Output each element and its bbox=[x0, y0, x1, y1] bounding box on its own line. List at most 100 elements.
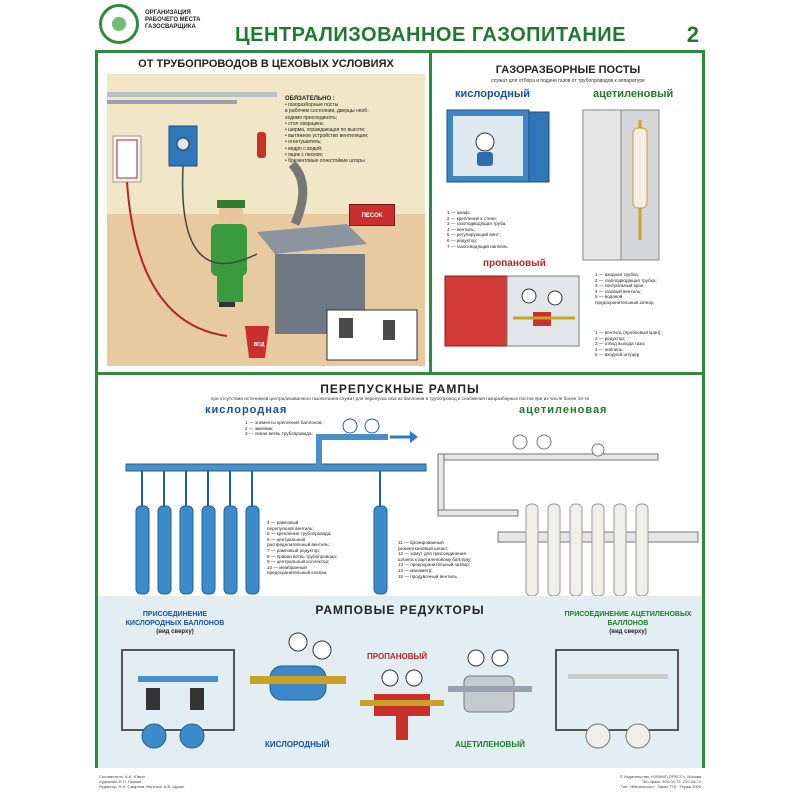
mandatory-note-item: • ящик с песком; bbox=[285, 151, 324, 158]
legend-item: шланга к ацетиленовому баллону; bbox=[398, 556, 472, 562]
legend-item: 2 — газоподводящая трубка; bbox=[595, 277, 657, 283]
legend-item: 3 — отвод выхода газа; bbox=[595, 341, 646, 347]
posts-subtitle: служат для отбора и подачи газов от труб… bbox=[491, 78, 645, 84]
legend-item: 11 — бронированный bbox=[398, 540, 444, 545]
footer-line: Художник: В.П. Пичкин bbox=[99, 779, 142, 784]
oxygen-ramp-legend: 1 — элементы крепления баллонов; 2 — зме… bbox=[245, 420, 323, 437]
legend-item: 8 — правая ветвь трубопровода; bbox=[267, 553, 338, 559]
legend-item: 13 — предохранительный затвор; bbox=[398, 562, 471, 568]
acetylene-connect-text: ПРИСОЕДИНЕНИЕ АЦЕТИЛЕНОВЫХ БАЛЛОНОВ bbox=[564, 611, 692, 627]
legend-item: резинотканевый шланг; bbox=[398, 545, 449, 551]
mandatory-note-item: • ширма, ограждающая по высоте; bbox=[285, 127, 366, 134]
sand-box: ПЕСОК bbox=[349, 204, 395, 226]
reducer-acetylene-label: АЦЕТИЛЕНОВЫЙ bbox=[455, 740, 525, 749]
ramps-title: ПЕРЕПУСКНЫЕ РАМПЫ bbox=[320, 382, 480, 396]
legend-item: 10 — мембранный bbox=[267, 564, 307, 570]
footer-line: Составитель: А.А. Юмин bbox=[99, 774, 145, 779]
legend-item: 2 — крепления к стене; bbox=[447, 215, 497, 221]
mandatory-note: ОБЯЗАТЕЛЬНО : • газоразборные посты в ра… bbox=[285, 96, 415, 164]
oxygen-post-legend: 1 — шкаф; 2 — крепления к стене; 3 — газ… bbox=[447, 210, 508, 249]
footer-credits: Составитель: А.А. Юмин Художник: В.П. Пи… bbox=[99, 774, 184, 789]
legend-item: 1 — элементы крепления баллонов; bbox=[245, 420, 323, 425]
mandatory-note-item: • огнетушитель; bbox=[285, 139, 322, 146]
legend-item: предохранительный клапан; bbox=[267, 570, 328, 576]
mandatory-note-item: • ведро с водой; bbox=[285, 145, 323, 152]
legend-item: 6 — центральный bbox=[267, 536, 306, 542]
footer-line: Тел./факс: 500-04-72, 220-34-72 bbox=[641, 779, 701, 784]
reducers-illustration-icon bbox=[121, 632, 679, 749]
vertical-divider bbox=[429, 53, 432, 373]
footer-line: Редактор: Н.Н. Смирнов. Верстка: А.В. Щу… bbox=[99, 784, 185, 789]
acetylene-ramp-legend: 11 — бронированный резинотканевый шланг;… bbox=[398, 540, 472, 579]
legend-item: 7 — газоотводящий ниппель bbox=[447, 243, 508, 249]
legend-item: 5 — крепление трубопровода; bbox=[267, 531, 332, 537]
organization-title: ОРГАНИЗАЦИЯ РАБОЧЕГО МЕСТА ГАЗОСВАРЩИКА bbox=[145, 10, 201, 30]
header: ОРГАНИЗАЦИЯ РАБОЧЕГО МЕСТА ГАЗОСВАРЩИКА … bbox=[95, 0, 705, 50]
legend-item: 15 — продувочный вентиль bbox=[398, 573, 457, 579]
post-propane-label: пропановый bbox=[483, 258, 546, 269]
footer-line: © Издательство «ОЛИМП-ПРЕСС», Москва bbox=[619, 774, 701, 779]
acetylene-connect-title: ПРИСОЕДИНЕНИЕ АЦЕТИЛЕНОВЫХ БАЛЛОНОВ (вид… bbox=[563, 610, 693, 637]
mandatory-note-item: ходимо присоединять; bbox=[285, 114, 338, 121]
legend-item: 5 — входной штуцер bbox=[595, 352, 640, 358]
poster-title: ЦЕНТРАЛИЗОВАННОЕ ГАЗОПИТАНИЕ bbox=[235, 24, 626, 46]
acetylene-connect-view: (вид сверху) bbox=[609, 629, 647, 635]
legend-item: 5 — регулирующий вент.; bbox=[447, 232, 501, 238]
workshop-illustration: ПЕСОК ВОД ОБЯЗАТЕЛЬНО : • газоразборные … bbox=[107, 74, 425, 366]
ramps-illustration-icon bbox=[125, 418, 699, 597]
propane-post-legend: 1 — вентиль (пробковый кран); 2 — редукт… bbox=[595, 330, 662, 358]
legend-item: 9 — центральный коллектор; bbox=[267, 559, 330, 565]
legend-item: 1 — входная трубка; bbox=[595, 272, 639, 277]
legend-item: 4 — рамповый bbox=[267, 520, 299, 525]
legend-item: 4 — вентиль; bbox=[447, 226, 476, 232]
legend-item: 4 — ниппель; bbox=[595, 346, 624, 352]
reducer-propane-label: ПРОПАНОВЫЙ bbox=[367, 652, 428, 661]
mandatory-note-item: • газоразборные посты bbox=[285, 102, 339, 109]
footer-publisher: © Издательство «ОЛИМП-ПРЕСС», Москва Тел… bbox=[620, 774, 701, 789]
legend-item: 3 — левая ветвь трубопровода; bbox=[245, 431, 313, 437]
legend-item: 12 — хомут для присоединения bbox=[398, 551, 466, 557]
organization-logo-icon bbox=[99, 4, 139, 44]
mandatory-note-item: • брезентовые огнестойкие шторы bbox=[285, 158, 365, 165]
ramp-acetylene-label: ацетиленовая bbox=[519, 404, 608, 416]
footer-line: Тип. «Мегаполис» · Заказ 775 · Тираж 200… bbox=[620, 784, 701, 789]
ramps-subtitle: при отсутствии источников централизованн… bbox=[210, 396, 590, 401]
workshop-scene-icon bbox=[107, 92, 418, 361]
legend-item: перепускной вентиль; bbox=[267, 525, 314, 531]
legend-item: 7 — рамповый редуктор; bbox=[267, 547, 321, 553]
legend-item: 14 — манометр; bbox=[398, 567, 433, 573]
legend-item: 6 — редуктор; bbox=[447, 237, 478, 243]
legend-item: 2 — редуктор; bbox=[595, 335, 626, 341]
water-bucket-label: ВОД bbox=[253, 342, 265, 348]
ramp-middle-legend: 4 — рамповый перепускной вентиль; 5 — кр… bbox=[267, 520, 337, 576]
legend-item: 1 — вентиль (пробковый кран); bbox=[595, 330, 662, 335]
poster-number: 2 bbox=[686, 22, 699, 47]
oxygen-connect-view: (вид сверху) bbox=[156, 629, 194, 635]
mandatory-note-item: в рабочем состоянии, дверцы необ- bbox=[285, 108, 369, 115]
legend-item: 4 — газовый вентиль; bbox=[595, 288, 642, 294]
mandatory-note-title: ОБЯЗАТЕЛЬНО : bbox=[285, 96, 335, 102]
poster: ОРГАНИЗАЦИЯ РАБОЧЕГО МЕСТА ГАЗОСВАРЩИКА … bbox=[95, 0, 705, 800]
legend-item: 2 — змеевик; bbox=[245, 425, 274, 431]
legend-item: 5 — водяной bbox=[595, 294, 623, 300]
oxygen-connect-text: ПРИСОЕДИНЕНИЕ КИСЛОРОДНЫХ БАЛЛОНОВ bbox=[125, 611, 225, 627]
post-oxygen-label: кислородный bbox=[455, 88, 531, 100]
legend-item: 3 — контрольный кран; bbox=[595, 283, 645, 289]
legend-item: 3 — газоподводящая труба; bbox=[447, 221, 507, 227]
footer: Составитель: А.А. Юмин Художник: В.П. Пи… bbox=[95, 772, 705, 800]
mandatory-note-item: • стол сварщика; bbox=[285, 120, 324, 127]
acetylene-post-legend: 1 — входная трубка; 2 — газоподводящая т… bbox=[595, 272, 657, 306]
legend-item: предохранительный затвор bbox=[595, 299, 654, 305]
horizontal-divider-top bbox=[98, 372, 702, 375]
pipelines-title: ОТ ТРУБОПРОВОДОВ В ЦЕХОВЫХ УСЛОВИЯХ bbox=[107, 58, 425, 70]
reducer-oxygen-label: КИСЛОРОДНЫЙ bbox=[265, 740, 330, 749]
oxygen-connect-title: ПРИСОЕДИНЕНИЕ КИСЛОРОДНЫХ БАЛЛОНОВ (вид … bbox=[115, 610, 235, 637]
legend-item: 1 — шкаф; bbox=[447, 210, 471, 215]
mandatory-note-item: • вытяжное устройство вентиляции; bbox=[285, 133, 369, 140]
reducers-title: РАМПОВЫЕ РЕДУКТОРЫ bbox=[315, 603, 485, 617]
legend-item: распределительный вентиль; bbox=[267, 542, 330, 548]
ramp-oxygen-label: кислородная bbox=[205, 404, 288, 416]
post-acetylene-label: ацетиленовый bbox=[593, 88, 674, 100]
posts-title: ГАЗОРАЗБОРНЫЕ ПОСТЫ bbox=[495, 64, 641, 76]
posts-illustration-icon bbox=[444, 109, 660, 347]
